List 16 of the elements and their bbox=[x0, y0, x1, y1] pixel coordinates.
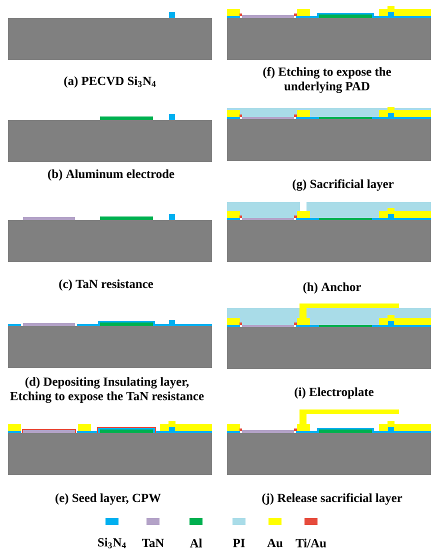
legend-label: Ti/Au bbox=[296, 538, 326, 548]
caption: (g) Sacrificial layer bbox=[292, 179, 394, 191]
legend-label: Au bbox=[267, 538, 283, 548]
caption: (a) PECVD Si$_{3}$N$_{4}$ bbox=[64, 76, 156, 88]
caption: (h) Anchor bbox=[303, 282, 361, 294]
caption: (d) Depositing Insulating layer, Etching to expose the TaN resistance bbox=[10, 377, 204, 403]
caption: (j) Release sacrificial layer bbox=[262, 493, 402, 505]
caption: (f) Etching to expose the underlying PAD bbox=[263, 67, 391, 93]
caption: (c) TaN resistance bbox=[59, 279, 154, 291]
caption: (e) Seed layer, CPW bbox=[56, 493, 161, 505]
legend-label: TaN bbox=[142, 538, 164, 548]
caption: (b) Aluminum electrode bbox=[48, 169, 174, 181]
legend-label: Al bbox=[190, 538, 202, 548]
legend-label: Si$_{3}$N$_{4}$ bbox=[98, 538, 126, 548]
caption: (i) Electroplate bbox=[294, 387, 374, 399]
legend-label: PI bbox=[233, 538, 245, 548]
